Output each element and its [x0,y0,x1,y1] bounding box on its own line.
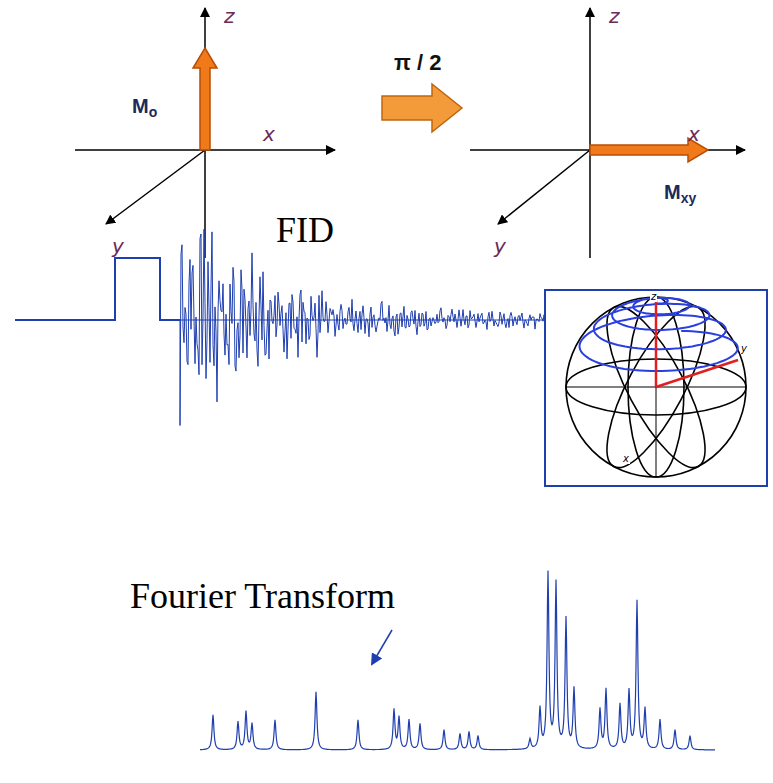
axis-label: y [494,236,506,256]
pulse-arrow [382,84,462,132]
axis-label: x [622,454,630,464]
vector [655,300,658,387]
axes-right [470,8,745,258]
vector-label: Mo [132,96,157,119]
magnetization-arrow [193,48,217,150]
vector-label: Mxy [664,182,696,205]
title-text: Fourier Transform [130,578,395,614]
axis-label: x [688,124,700,144]
fid-signal [180,229,545,425]
vector [656,360,738,387]
rf-pulse [15,258,180,320]
axis-label: y [740,344,748,354]
precession-spiral [580,298,738,371]
axis-label: π / 2 [394,52,441,74]
axis-label: z [224,6,235,26]
axes-left [75,8,335,258]
leader-arrow [372,630,392,664]
axis-label: z [650,292,657,302]
axis-label: x [263,124,275,144]
baseline [180,320,545,321]
bloch-box [545,290,767,486]
axis-label: y [112,236,124,256]
title-text: FID [276,212,334,248]
bloch-sphere [566,294,746,479]
axis-label: z [609,6,620,26]
